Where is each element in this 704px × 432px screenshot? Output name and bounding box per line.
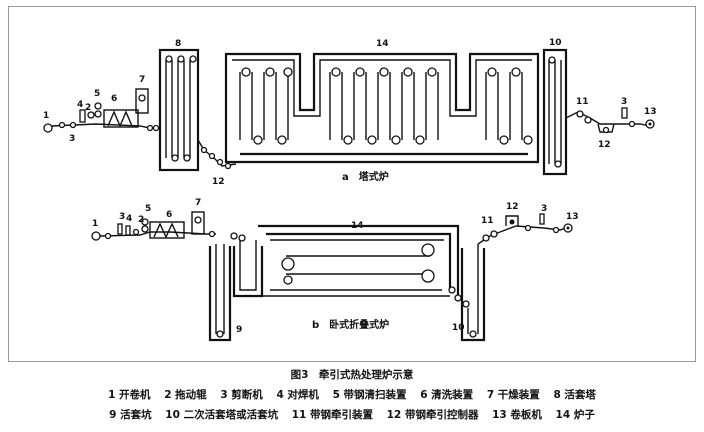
legend-item: 7 干燥装置 (486, 389, 540, 401)
label-b-3b: 3 (541, 204, 547, 214)
cleaning-box-a (103, 109, 139, 128)
welder-a (79, 109, 86, 123)
label-b-3: 3 (119, 212, 125, 222)
legend-item: 1 开卷机 (108, 389, 151, 401)
cleaning-box-b (149, 221, 185, 239)
label-b-12: 12 (506, 202, 519, 212)
legend-item: 14 炉子 (555, 409, 595, 421)
legend-item: 12 带钢牵引控制器 (386, 409, 479, 421)
legend-item: 8 活套塔 (553, 389, 596, 401)
legend-item: 9 活套坑 (109, 409, 152, 421)
legend-item: 5 带钢清扫装置 (332, 389, 407, 401)
looper-pit-9 (208, 246, 232, 342)
label-a-12: 12 (212, 177, 225, 187)
label-a-12b: 12 (598, 140, 611, 150)
legend-item: 4 对焊机 (276, 389, 319, 401)
label-b-14: 14 (351, 221, 364, 231)
label-b-4: 4 (126, 214, 132, 224)
label-b-7: 7 (195, 198, 201, 208)
label-a-8: 8 (175, 39, 181, 49)
legend-item: 10 二次活套塔或活套坑 (165, 409, 279, 421)
label-a-3b: 3 (621, 97, 627, 107)
secondary-pit-10-b (460, 248, 486, 342)
strip-entry-b (99, 231, 216, 237)
horizontal-furnace-14 (232, 224, 460, 300)
looper-tower-8 (158, 48, 200, 172)
label-b-5: 5 (145, 204, 151, 214)
uncoiler-b (91, 231, 101, 241)
dryer-a (135, 88, 149, 114)
label-a-14: 14 (376, 39, 389, 49)
dryer-b (191, 211, 205, 235)
tower-furnace-strip-passes (239, 67, 533, 145)
legend-item: 13 卷板机 (492, 409, 542, 421)
label-b-1: 1 (92, 219, 98, 229)
label-b-10: 10 (452, 323, 465, 333)
secondary-looper-10-a (542, 48, 568, 176)
label-a-10: 10 (549, 38, 562, 48)
figure-title: 图3 牵引式热处理炉示意 (290, 369, 414, 381)
uncoiler-a (43, 123, 53, 133)
legend-item: 6 清洗装置 (420, 389, 474, 401)
label-a-3: 3 (69, 134, 75, 144)
legend-row-1: 1 开卷机 2 拖动辊 3 剪断机 4 对焊机 5 带钢清扫装置 6 清洗装置 … (0, 385, 704, 405)
looper-tower-8-rollers (165, 55, 197, 162)
label-b-9: 9 (236, 325, 242, 335)
label-a-11: 11 (576, 97, 589, 107)
tower-furnace-diagram: 1 3 4 2 5 6 7 8 12 14 10 11 3 12 13 a 塔式… (43, 38, 657, 187)
strip-exit-b (477, 225, 567, 245)
legend-item: 2 拖动辊 (164, 389, 207, 401)
tower-furnace-14 (224, 52, 540, 164)
figure-frame (8, 6, 696, 362)
subtitle-b: b 卧式折叠式炉 (312, 318, 389, 331)
shear-a (621, 107, 628, 119)
legend-row-2: 9 活套坑 10 二次活套塔或活套坑 11 带钢牵引装置 12 带钢牵引控制器 … (0, 405, 704, 425)
label-a-2: 2 (85, 103, 91, 113)
label-a-13: 13 (644, 107, 657, 117)
label-b-11: 11 (481, 216, 494, 226)
horizontal-furnace-diagram: 1 3 4 2 5 6 7 9 14 10 11 12 3 13 b 卧式折叠式… (91, 198, 579, 342)
strip-exit-a (565, 111, 651, 127)
label-a-4: 4 (77, 100, 83, 110)
shear-b (539, 213, 545, 225)
label-a-6: 6 (111, 94, 117, 104)
label-a-1: 1 (43, 111, 49, 121)
legend-item: 11 带钢牵引装置 (291, 409, 374, 421)
label-b-13: 13 (566, 212, 579, 222)
furnace-diagram: .ln { stroke: #111; stroke-width: 1.4; f… (43, 38, 657, 342)
label-b-2: 2 (138, 215, 144, 225)
figure-caption: 图3 牵引式热处理炉示意 1 开卷机 2 拖动辊 3 剪断机 4 对焊机 5 带… (0, 365, 704, 431)
label-b-6: 6 (166, 210, 172, 220)
label-a-5: 5 (94, 89, 100, 99)
legend-item: 3 剪断机 (220, 389, 263, 401)
subtitle-a: a 塔式炉 (342, 170, 389, 183)
welder-b (125, 225, 131, 236)
label-a-7: 7 (139, 75, 145, 85)
